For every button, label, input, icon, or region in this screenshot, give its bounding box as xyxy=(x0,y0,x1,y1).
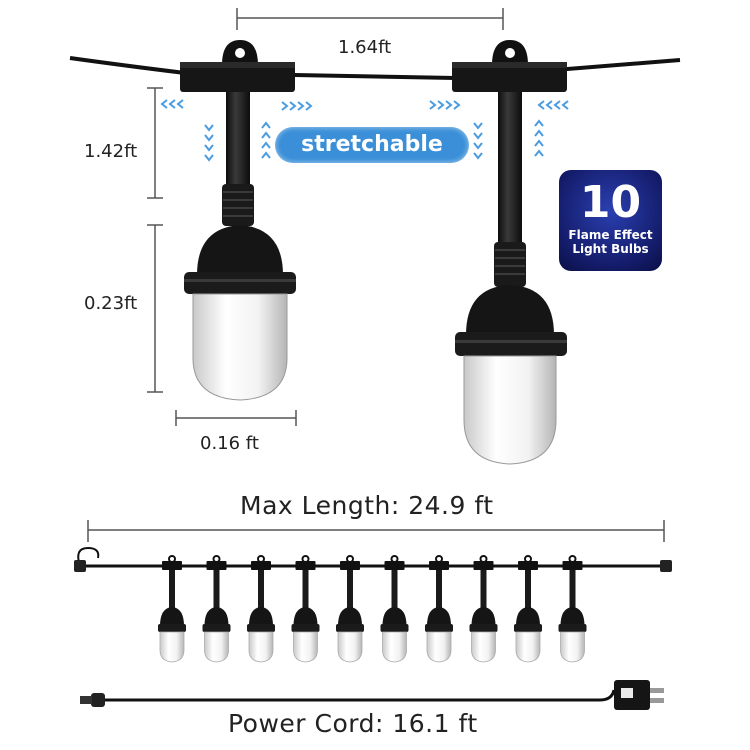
right-connector xyxy=(452,40,567,287)
left-connector xyxy=(180,40,295,226)
string-bulb xyxy=(469,555,498,663)
right-bulb xyxy=(455,285,567,465)
stretchable-badge: stretchable xyxy=(275,127,469,163)
string-bulb xyxy=(558,555,587,663)
bulb-height-dimension-line xyxy=(147,224,163,393)
end-cap-loop xyxy=(77,546,100,567)
stretch-arrows xyxy=(160,99,569,162)
string-bulb xyxy=(291,555,320,663)
power-cord xyxy=(80,680,664,710)
spacing-label: 1.64ft xyxy=(338,37,392,58)
max-length-label: Max Length: 24.9 ft xyxy=(240,491,494,520)
bulb-width-label: 0.16 ft xyxy=(200,433,259,454)
badge-line-1: Flame Effect xyxy=(568,228,653,242)
power-cord-label: Power Cord: 16.1 ft xyxy=(228,709,478,738)
spacing-dimension-line xyxy=(236,8,504,30)
string-bulb xyxy=(247,555,275,663)
string-bulb xyxy=(514,555,542,663)
left-bulb xyxy=(184,225,296,401)
badge-line-2: Light Bulbs xyxy=(572,242,649,256)
string-bulb xyxy=(158,555,186,663)
drop-dimension-line xyxy=(147,87,163,199)
main-cable xyxy=(69,56,681,81)
string-bulb xyxy=(380,555,409,663)
bulb-height-label: 0.23ft xyxy=(84,293,138,314)
max-length-dimension-line xyxy=(87,520,665,542)
end-connector-right xyxy=(660,560,672,572)
string-bulb xyxy=(336,555,364,663)
end-connector-left xyxy=(74,560,86,572)
bulb-count: 10 xyxy=(579,177,642,228)
bulb-width-dimension-line xyxy=(175,410,297,426)
drop-height-label: 1.42ft xyxy=(84,141,138,162)
string-bulb xyxy=(202,555,231,663)
string-overview xyxy=(74,546,672,663)
string-bulb xyxy=(425,555,453,663)
bulb-count-badge: 10 Flame Effect Light Bulbs xyxy=(559,170,662,271)
